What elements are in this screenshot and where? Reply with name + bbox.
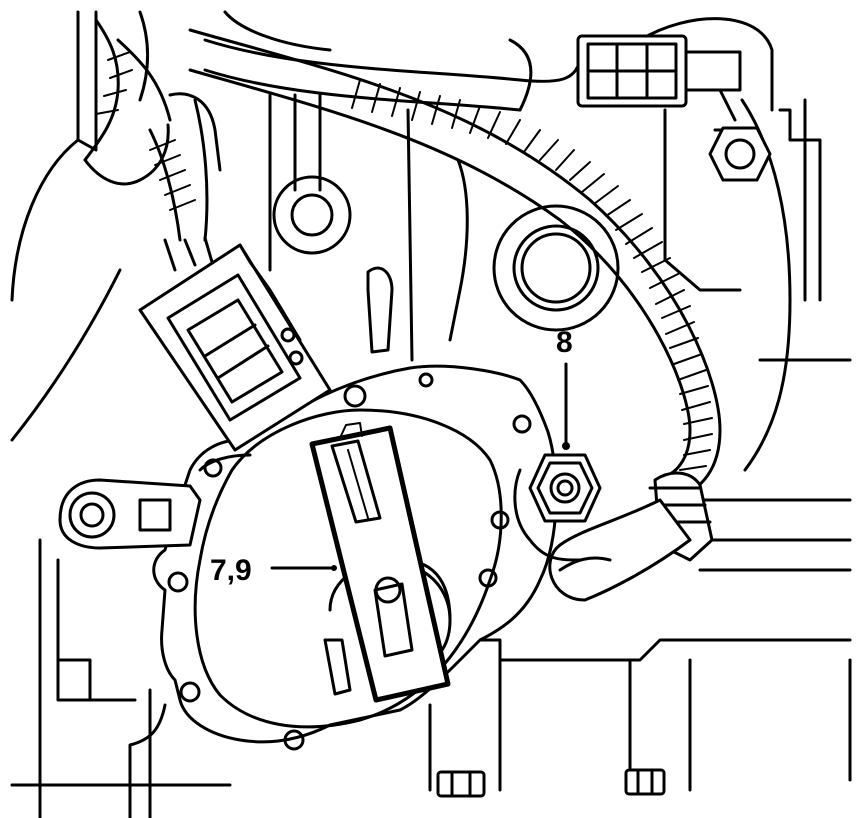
manual-lever — [309, 422, 451, 703]
mounting-arm — [58, 478, 202, 550]
rivet-top — [418, 372, 434, 388]
hex-nut-icon — [528, 453, 602, 523]
bolt-head-right-icon — [624, 768, 666, 796]
mounting-hole-bottom-left — [179, 681, 201, 703]
mounting-hole-top — [343, 384, 367, 408]
ground-bolt — [708, 126, 772, 182]
mounting-hole-right — [512, 414, 532, 434]
callout-label-nut: 8 — [556, 326, 573, 359]
callout-switch: 7,9 — [210, 554, 337, 587]
corrugated-harness — [188, 28, 722, 602]
callout-nut: 8 — [556, 326, 573, 450]
mounting-hole-left — [167, 571, 189, 593]
rivet-lower-right — [478, 568, 498, 588]
harness-connector — [576, 34, 742, 122]
mounting-hole-bottom — [283, 729, 305, 751]
housing-bolts — [436, 768, 666, 798]
bolt-head-left-icon — [436, 770, 486, 798]
rivet-left — [203, 458, 223, 478]
rivet-right — [490, 510, 510, 530]
hex-bolt-icon — [708, 126, 772, 182]
callout-pointer-switch — [331, 565, 337, 571]
callout-pointer-nut — [562, 442, 570, 450]
vent-hose — [203, 10, 582, 112]
fluid-port-boss — [492, 204, 620, 332]
mounting-boss — [272, 175, 352, 255]
wiring-harness — [83, 10, 222, 272]
switch-connector — [138, 243, 332, 452]
pivot-nut — [513, 453, 602, 562]
callout-label-switch: 7,9 — [210, 554, 252, 587]
